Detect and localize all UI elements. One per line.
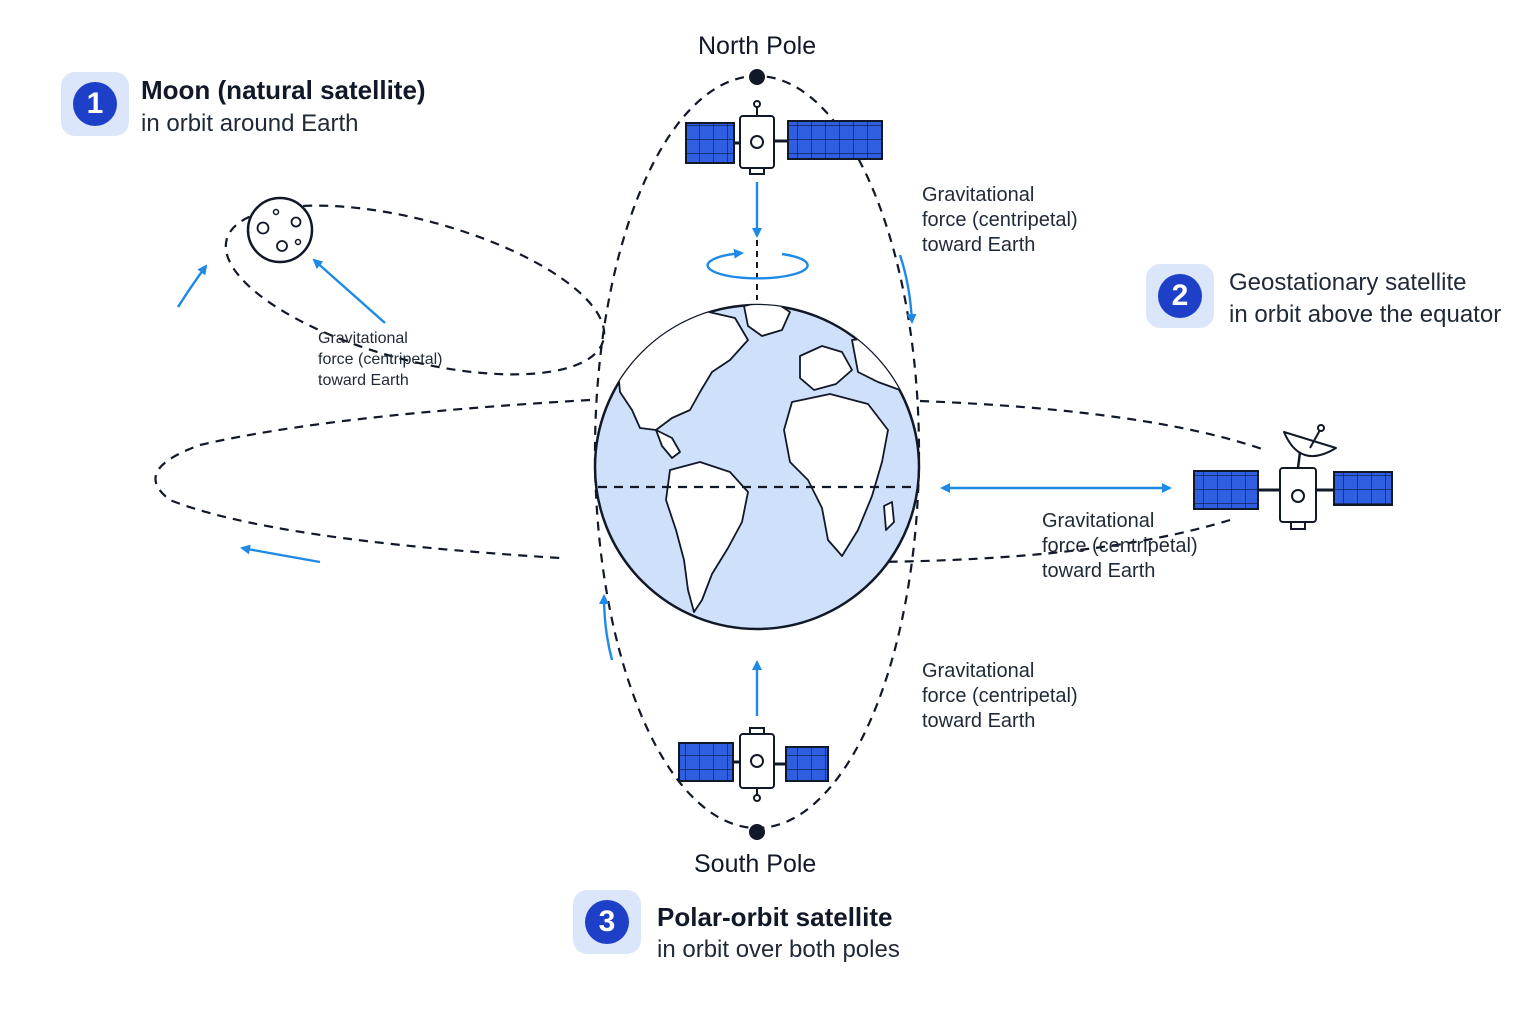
- force-line: toward Earth: [1042, 560, 1156, 582]
- moon-subtitle: in orbit around Earth: [141, 110, 359, 137]
- force-line: toward Earth: [318, 372, 409, 389]
- moon-orbit: [224, 204, 606, 376]
- satellite-icon: [678, 727, 829, 802]
- badge-3: 3: [573, 890, 641, 954]
- north-force-label: Gravitational force (centripetal) toward…: [922, 183, 1078, 258]
- polar-direction-arrow-right: [898, 254, 917, 324]
- force-line: Gravitational: [922, 660, 1035, 682]
- badge-1: 1: [61, 72, 129, 136]
- rotation-arrow-icon: [706, 240, 809, 300]
- force-arrows: [176, 182, 1172, 716]
- north-pole-marker: [749, 69, 765, 85]
- satellite-icon: [685, 100, 883, 175]
- force-line: Gravitational: [922, 184, 1035, 206]
- badge-number: 2: [1158, 274, 1202, 318]
- equatorial-direction-arrow: [240, 544, 321, 564]
- moon-title: Moon (natural satellite): [141, 75, 426, 105]
- satellite-icon: [1193, 424, 1393, 530]
- geo-force-label: Gravitational force (centripetal) toward…: [1042, 509, 1198, 584]
- geo-title: Geostationary satellite: [1229, 269, 1467, 296]
- moon-orbit-direction-arrow: [176, 264, 208, 308]
- moon-force-label: Gravitational force (centripetal) toward…: [318, 328, 443, 391]
- south-force-label: Gravitational force (centripetal) toward…: [922, 659, 1078, 734]
- polar-direction-arrow-left: [599, 594, 614, 661]
- force-line: toward Earth: [922, 234, 1036, 256]
- force-line: force (centripetal): [318, 351, 443, 368]
- polar-subtitle: in orbit over both poles: [657, 936, 900, 963]
- geo-subtitle: in orbit above the equator: [1229, 301, 1502, 328]
- earth-icon: [593, 303, 921, 631]
- badge-number: 3: [585, 900, 629, 944]
- south-pole-marker: [749, 824, 765, 840]
- north-pole-label: North Pole: [698, 32, 817, 60]
- badge-2: 2: [1146, 264, 1214, 328]
- force-line: force (centripetal): [922, 685, 1078, 707]
- badge-number: 1: [73, 82, 117, 126]
- force-line: Gravitational: [318, 330, 408, 347]
- equatorial-orbit: [154, 398, 1266, 564]
- moon-force-arrow: [312, 258, 386, 324]
- satellite-dish-icon: [1283, 424, 1337, 469]
- force-line: toward Earth: [922, 710, 1036, 732]
- moon-icon: [246, 196, 314, 264]
- polar-title: Polar-orbit satellite: [657, 902, 893, 932]
- force-line: force (centripetal): [922, 209, 1078, 231]
- force-line: force (centripetal): [1042, 535, 1198, 557]
- south-pole-label: South Pole: [694, 850, 817, 878]
- force-line: Gravitational: [1042, 510, 1155, 532]
